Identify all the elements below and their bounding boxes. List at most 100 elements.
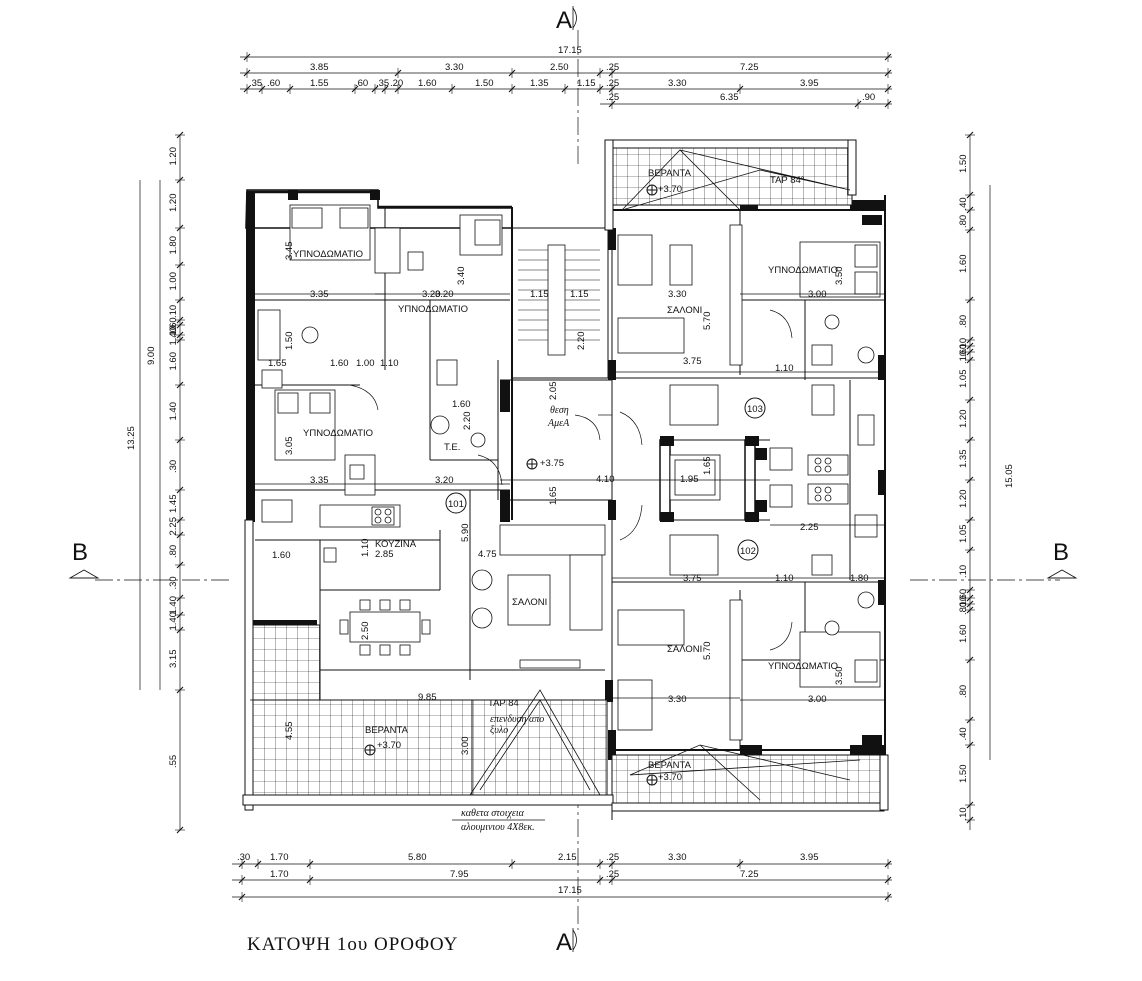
- dim-total-top: 17.15: [558, 45, 582, 56]
- svg-text:1.05: 1.05: [958, 370, 969, 389]
- svg-text:.40: .40: [958, 727, 969, 740]
- svg-text:.25: .25: [606, 78, 619, 89]
- svg-text:3.20: 3.20: [422, 289, 441, 300]
- svg-text:.55: .55: [168, 755, 179, 768]
- svg-text:+3.75: +3.75: [540, 458, 564, 469]
- dim-total-bottom: 17.15: [558, 885, 582, 896]
- svg-text:1.10: 1.10: [380, 358, 399, 369]
- svg-text:1.80: 1.80: [850, 573, 869, 584]
- svg-text:1.10: 1.10: [775, 363, 794, 374]
- svg-text:1.15: 1.15: [570, 289, 589, 300]
- svg-text:A: A: [556, 929, 572, 956]
- svg-text:9.85: 9.85: [418, 692, 437, 703]
- svg-text:A: A: [556, 7, 572, 34]
- svg-text:13.25: 13.25: [126, 426, 137, 450]
- room-living-102: ΣΑΛΟΝΙ: [667, 644, 702, 655]
- svg-text:1.60: 1.60: [272, 550, 291, 561]
- level-markers: [364, 184, 658, 786]
- svg-text:3.50: 3.50: [834, 267, 845, 286]
- svg-text:1.60: 1.60: [958, 625, 969, 644]
- svg-text:.30: .30: [168, 576, 179, 589]
- svg-text:1.00: 1.00: [356, 358, 375, 369]
- svg-text:.80: .80: [958, 602, 969, 615]
- svg-text:ΤΑΡ 84: ΤΑΡ 84: [488, 698, 519, 709]
- svg-text:3.20: 3.20: [435, 475, 454, 486]
- svg-text:1.10: 1.10: [360, 539, 371, 558]
- svg-text:1.60: 1.60: [958, 255, 969, 274]
- svg-text:4.55: 4.55: [284, 722, 295, 741]
- svg-text:1.40: 1.40: [168, 327, 179, 346]
- svg-text:1.55: 1.55: [310, 78, 329, 89]
- svg-text:.80: .80: [958, 315, 969, 328]
- svg-text:3.15: 3.15: [168, 650, 179, 669]
- svg-text:2.05: 2.05: [548, 382, 559, 401]
- room-veranda-bottom: ΒΕΡΑΝΤΑ: [648, 760, 692, 771]
- svg-text:3.75: 3.75: [683, 573, 702, 584]
- furniture: [257, 204, 881, 741]
- svg-text:3.00: 3.00: [460, 737, 471, 756]
- svg-text:.10: .10: [168, 305, 179, 318]
- svg-text:αλουμινιου 4Χ8εκ.: αλουμινιου 4Χ8εκ.: [461, 822, 535, 833]
- svg-text:.60: .60: [168, 317, 179, 330]
- svg-text:+3.70: +3.70: [377, 740, 401, 751]
- section-marker-a-bottom: A: [556, 928, 577, 956]
- svg-text:.25: .25: [606, 869, 619, 880]
- svg-text:ΤΑΡ 84°: ΤΑΡ 84°: [770, 175, 805, 186]
- svg-text:3.95: 3.95: [800, 852, 819, 863]
- room-bedroom-3: ΥΠΝΟΔΩΜΑΤΙΟ: [303, 428, 373, 439]
- svg-text:.60: .60: [267, 78, 280, 89]
- apartment-badge-101: 101: [445, 492, 467, 514]
- svg-text:1.20: 1.20: [958, 490, 969, 509]
- svg-text:1.05: 1.05: [958, 525, 969, 544]
- svg-text:1.70: 1.70: [270, 852, 289, 863]
- svg-text:.10: .10: [958, 596, 969, 609]
- svg-text:.60: .60: [958, 344, 969, 357]
- svg-text:1.40: 1.40: [168, 402, 179, 421]
- svg-text:1.50: 1.50: [284, 332, 295, 351]
- svg-text:.60: .60: [958, 589, 969, 602]
- svg-text:2.50: 2.50: [550, 62, 569, 73]
- svg-text:4.10: 4.10: [596, 474, 615, 485]
- svg-text:1.45: 1.45: [168, 495, 179, 514]
- svg-text:2.15: 2.15: [558, 852, 577, 863]
- svg-text:7.95: 7.95: [450, 869, 469, 880]
- svg-text:3.95: 3.95: [800, 78, 819, 89]
- svg-text:1.10: 1.10: [775, 573, 794, 584]
- svg-text:3.00: 3.00: [808, 289, 827, 300]
- svg-text:1.35: 1.35: [958, 450, 969, 469]
- room-veranda-left: ΒΕΡΑΝΤΑ: [365, 725, 409, 736]
- svg-text:102: 102: [740, 546, 756, 557]
- svg-text:2.50: 2.50: [360, 622, 371, 641]
- apartment-badge-102: 102: [737, 539, 759, 561]
- svg-text:3.35: 3.35: [310, 475, 329, 486]
- svg-text:.30: .30: [168, 460, 179, 473]
- svg-text:B: B: [72, 539, 88, 566]
- svg-text:3.20: 3.20: [435, 289, 454, 300]
- svg-text:4.75: 4.75: [478, 549, 497, 560]
- svg-text:5.70: 5.70: [702, 642, 713, 661]
- svg-text:2.25: 2.25: [168, 517, 179, 536]
- room-bedroom-1: ΥΠΝΟΔΩΜΑΤΙΟ: [293, 249, 363, 260]
- room-bedroom-5: ΥΠΝΟΔΩΜΑΤΙΟ: [768, 661, 838, 672]
- svg-text:επενδυση απο: επενδυση απο: [490, 714, 544, 725]
- svg-text:1.65: 1.65: [548, 487, 559, 506]
- section-axes: [95, 30, 1060, 930]
- svg-text:.10: .10: [958, 565, 969, 578]
- svg-text:1.20: 1.20: [168, 147, 179, 166]
- svg-text:ΑμεΑ: ΑμεΑ: [547, 418, 570, 429]
- section-marker-a-top: A: [556, 6, 577, 34]
- svg-text:101: 101: [448, 499, 464, 510]
- room-living-103: ΣΑΛΟΝΙ: [667, 305, 702, 316]
- section-marker-b-left: B: [68, 539, 100, 579]
- svg-text:3.85: 3.85: [310, 62, 329, 73]
- svg-text:1.20: 1.20: [168, 194, 179, 213]
- svg-text:1.60: 1.60: [330, 358, 349, 369]
- svg-text:1.35: 1.35: [530, 78, 549, 89]
- svg-text:3.75: 3.75: [683, 356, 702, 367]
- svg-text:1.50: 1.50: [958, 765, 969, 784]
- svg-text:1.60: 1.60: [418, 78, 437, 89]
- svg-text:+3.70: +3.70: [658, 772, 682, 783]
- svg-text:15.05: 15.05: [1004, 464, 1015, 488]
- svg-text:.90: .90: [862, 92, 875, 103]
